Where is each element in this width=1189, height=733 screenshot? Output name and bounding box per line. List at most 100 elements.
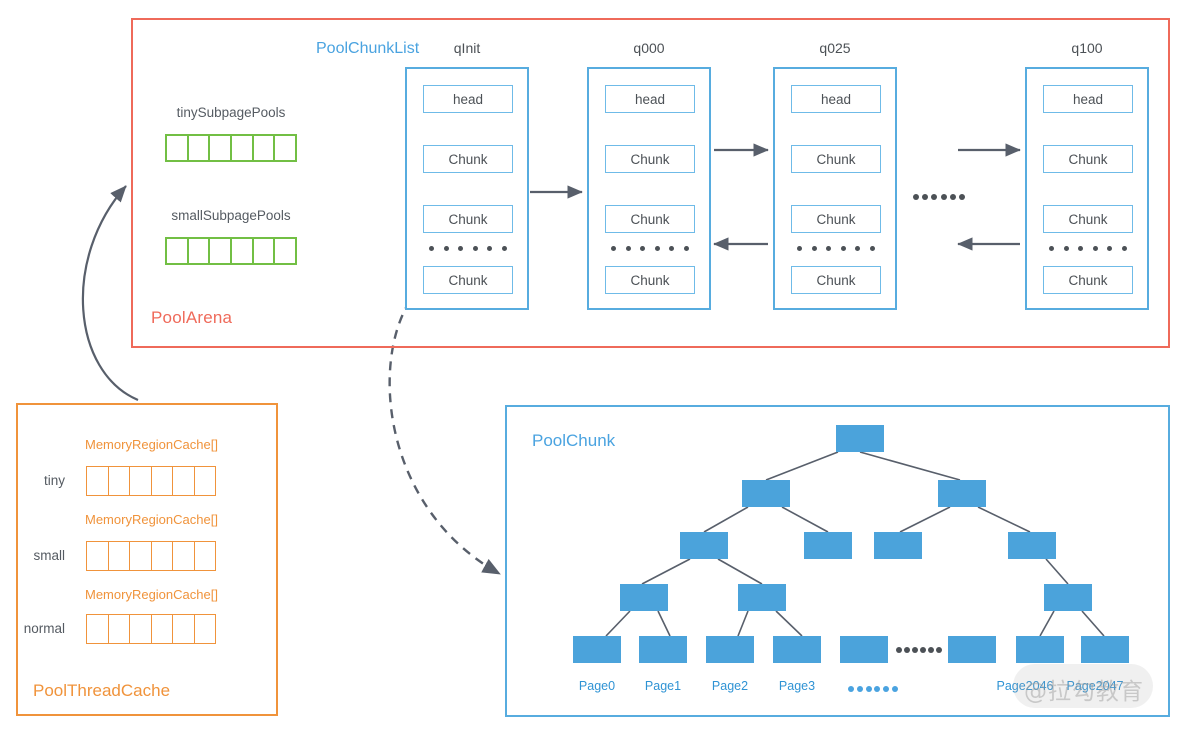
tree-leaf-page3[interactable] [773, 636, 821, 663]
chunk-list-title-q100: q100 [1071, 40, 1103, 56]
tree-leaf-page2046[interactable] [1016, 636, 1064, 663]
pool-thread-cache-label: PoolThreadCache [33, 681, 171, 700]
array-cell [210, 239, 233, 263]
array-cell [109, 467, 130, 495]
chunk-list-title-qinit: qInit [453, 40, 481, 56]
array-cell [109, 542, 130, 570]
tree-node-l1-right[interactable] [938, 480, 986, 507]
tree-node-l2-a[interactable] [680, 532, 728, 559]
chunk-node-head[interactable]: head [791, 85, 881, 113]
thread-cache-row-label-normal: normal [23, 621, 65, 636]
array-cell [195, 542, 216, 570]
pool-chunk-container [505, 405, 1170, 717]
memory-region-cache-title-normal: MemoryRegionCache[] [85, 587, 218, 602]
array-cell [152, 542, 173, 570]
thread-cache-row-label-tiny: tiny [43, 473, 65, 488]
chunk-node[interactable]: Chunk [605, 145, 695, 173]
page-label-page3: Page3 [778, 679, 816, 693]
page-label-page1: Page1 [644, 679, 682, 693]
chunk-node-head[interactable]: head [605, 85, 695, 113]
chunk-node[interactable]: Chunk [423, 145, 513, 173]
chunk-list-gap-ellipsis [913, 193, 965, 201]
array-cell [254, 136, 276, 160]
array-cell [254, 239, 276, 263]
chunk-node[interactable]: Chunk [791, 145, 881, 173]
memory-region-cache-array-small [86, 541, 216, 571]
array-cell [167, 136, 189, 160]
chunk-list-q000[interactable]: head Chunk Chunk Chunk [587, 67, 711, 310]
array-cell [210, 136, 233, 160]
array-cell [173, 615, 195, 643]
pool-thread-cache-container [16, 403, 278, 716]
page-label-page2: Page2 [711, 679, 749, 693]
tiny-subpage-pools-title-wrap: tinySubpagePools [131, 105, 331, 120]
array-cell [167, 239, 189, 263]
page-label-page0: Page0 [578, 679, 616, 693]
memory-region-cache-array-normal [86, 614, 216, 644]
array-cell [173, 467, 195, 495]
tree-leaf-filler-left[interactable] [840, 636, 888, 663]
pool-arena-container [131, 18, 1170, 348]
chunk-list-ellipsis [611, 243, 689, 253]
chunk-node-last[interactable]: Chunk [605, 266, 695, 294]
chunk-node[interactable]: Chunk [1043, 205, 1133, 233]
tree-leaf-ellipsis [896, 646, 942, 654]
pool-arena-label: PoolArena [151, 308, 233, 327]
page-label-page2046: Page2046 [996, 679, 1054, 693]
tree-leaf-page2047[interactable] [1081, 636, 1129, 663]
memory-region-cache-array-tiny [86, 466, 216, 496]
array-cell [109, 615, 130, 643]
tiny-subpage-pools-array [165, 134, 297, 162]
chunk-node-last[interactable]: Chunk [423, 266, 513, 294]
chunk-node[interactable]: Chunk [423, 205, 513, 233]
tree-leaf-page1[interactable] [639, 636, 687, 663]
memory-region-cache-title-tiny: MemoryRegionCache[] [85, 437, 218, 452]
pool-chunk-list-label: PoolChunkList [316, 40, 420, 57]
array-cell [87, 542, 109, 570]
tree-node-l1-left[interactable] [742, 480, 790, 507]
chunk-node-head[interactable]: head [423, 85, 513, 113]
page-label-page2047: Page2047 [1066, 679, 1124, 693]
tree-node-l3-b[interactable] [738, 584, 786, 611]
array-cell [195, 615, 216, 643]
array-cell [152, 467, 173, 495]
watermark-pill [1013, 664, 1153, 708]
watermark-text: @拉勾教育 [1024, 679, 1144, 705]
tree-leaf-page0[interactable] [573, 636, 621, 663]
chunk-node[interactable]: Chunk [791, 205, 881, 233]
tree-node-root[interactable] [836, 425, 884, 452]
chunk-list-ellipsis [797, 243, 875, 253]
thread-cache-row-label-small: small [33, 548, 65, 563]
array-cell [87, 467, 109, 495]
arrow-threadcache-to-arena [81, 185, 139, 402]
chunk-list-ellipsis [429, 243, 507, 253]
tree-leaf-page2[interactable] [706, 636, 754, 663]
chunk-list-q025[interactable]: head Chunk Chunk Chunk [773, 67, 897, 310]
tiny-subpage-pools-title: tinySubpagePools [176, 105, 286, 120]
chunk-list-q100[interactable]: head Chunk Chunk Chunk [1025, 67, 1149, 310]
tree-node-l3-c[interactable] [1044, 584, 1092, 611]
array-cell [87, 615, 109, 643]
chunk-node[interactable]: Chunk [1043, 145, 1133, 173]
chunk-node[interactable]: Chunk [605, 205, 695, 233]
tree-node-l2-c[interactable] [874, 532, 922, 559]
chunk-list-title-q025: q025 [819, 40, 851, 56]
small-subpage-pools-title-wrap: smallSubpagePools [131, 208, 331, 223]
chunk-node-head[interactable]: head [1043, 85, 1133, 113]
array-cell [130, 467, 152, 495]
array-cell [173, 542, 195, 570]
chunk-list-title-q000: q000 [633, 40, 665, 56]
array-cell [195, 467, 216, 495]
tree-node-l2-b[interactable] [804, 532, 852, 559]
chunk-node-last[interactable]: Chunk [1043, 266, 1133, 294]
chunk-list-qinit[interactable]: head Chunk Chunk Chunk [405, 67, 529, 310]
tree-leaf-filler-right[interactable] [948, 636, 996, 663]
tree-node-l2-d[interactable] [1008, 532, 1056, 559]
page-label-ellipsis [848, 685, 898, 693]
tree-node-l3-a[interactable] [620, 584, 668, 611]
small-subpage-pools-array [165, 237, 297, 265]
array-cell [232, 239, 254, 263]
array-cell [275, 136, 295, 160]
chunk-node-last[interactable]: Chunk [791, 266, 881, 294]
